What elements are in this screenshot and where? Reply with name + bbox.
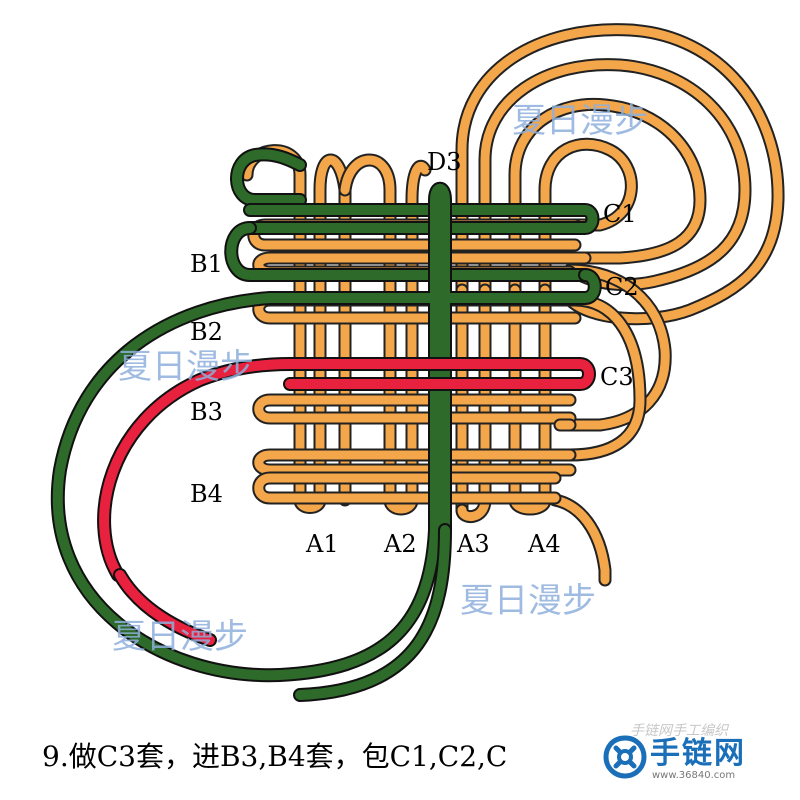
logo-url: www.36840.com [652, 770, 735, 781]
label-a1: A1 [305, 530, 339, 558]
watermark-top-right: 夏日漫步 [512, 101, 648, 141]
label-c2: C2 [605, 273, 639, 301]
label-b2: B2 [190, 318, 223, 346]
label-a4: A4 [527, 530, 561, 558]
label-b4: B4 [190, 480, 223, 508]
label-d3: D3 [427, 148, 462, 176]
step-caption: 9.做C3套，进B3,B4套，包C1,C2,C [42, 735, 507, 775]
watermark-bottom-right: 夏日漫步 [460, 581, 596, 621]
watermark-left: 夏日漫步 [118, 347, 254, 387]
label-a2: A2 [383, 530, 417, 558]
label-b3: B3 [190, 398, 223, 426]
label-c3: C3 [600, 363, 634, 391]
label-b1: B1 [190, 250, 223, 278]
label-c1: C1 [603, 200, 637, 228]
label-a3: A3 [456, 530, 490, 558]
site-logo: 手链网手工编织 手链网 www.36840.com [600, 722, 796, 792]
logo-knot-icon [602, 734, 648, 780]
logo-text: 手链网 [650, 728, 746, 772]
watermark-bottom-left: 夏日漫步 [112, 617, 248, 657]
